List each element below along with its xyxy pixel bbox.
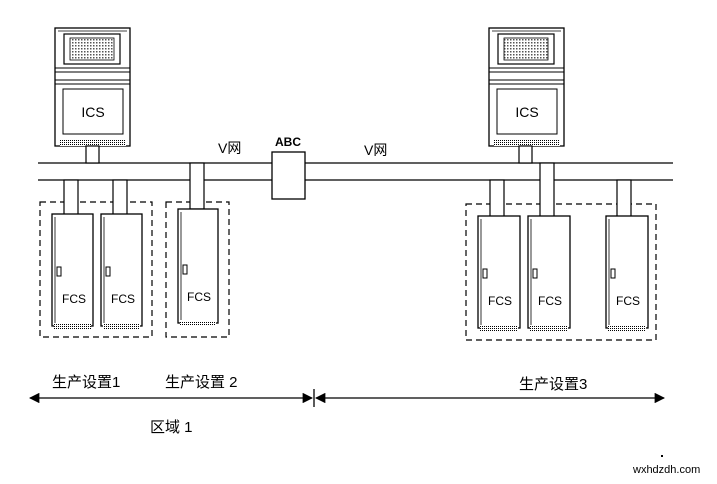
fcs-connectors <box>63 162 632 219</box>
handle-icon <box>105 266 111 277</box>
monitor-screen <box>69 37 115 61</box>
watermark: wxhdzdh.com <box>632 464 700 476</box>
dot-mark <box>661 455 663 457</box>
ics-label-right: ICS <box>515 104 538 120</box>
fcs-label: FCS <box>111 292 135 306</box>
handle-icon <box>610 268 616 279</box>
domain-1-label: 区域 1 <box>150 419 193 436</box>
plant-2-label: 生产设置 2 <box>165 374 238 391</box>
fcs-cabinet-4: FCS <box>477 215 521 331</box>
v-net-label-left: V网 <box>218 140 241 156</box>
ics-label-left: ICS <box>81 104 104 120</box>
fcs-cabinet-3: FCS <box>177 208 219 326</box>
v-net-bus <box>38 162 673 181</box>
fcs-label: FCS <box>616 294 640 308</box>
v-net-label-right: V网 <box>364 142 387 158</box>
abc-label: ABC <box>275 135 301 149</box>
fcs-cabinet-1: FCS <box>51 213 94 329</box>
fcs-label: FCS <box>538 294 562 308</box>
fcs-cabinet-2: FCS <box>100 213 143 329</box>
monitor-screen <box>503 37 549 61</box>
span-arrows <box>28 389 666 407</box>
fcs-label: FCS <box>187 290 211 304</box>
handle-icon <box>182 264 188 275</box>
handle-icon <box>532 268 538 279</box>
plant-3-label: 生产设置3 <box>519 376 587 393</box>
fcs-cabinet-5: FCS <box>527 215 571 331</box>
handle-icon <box>482 268 488 279</box>
plant-1-box <box>39 201 153 338</box>
abc-bridge: ABC <box>271 135 306 200</box>
fcs-label: FCS <box>62 292 86 306</box>
plant-1-label: 生产设置1 <box>52 374 120 391</box>
plant-3-box <box>465 203 657 341</box>
ics-workstation-left: ICS <box>54 27 131 147</box>
handle-icon <box>56 266 62 277</box>
ics-connector-left <box>85 145 100 164</box>
fcs-label: FCS <box>488 294 512 308</box>
ics-connector-right <box>518 145 533 164</box>
fcs-cabinet-6: FCS <box>605 215 649 331</box>
ics-workstation-right: ICS <box>488 27 565 147</box>
